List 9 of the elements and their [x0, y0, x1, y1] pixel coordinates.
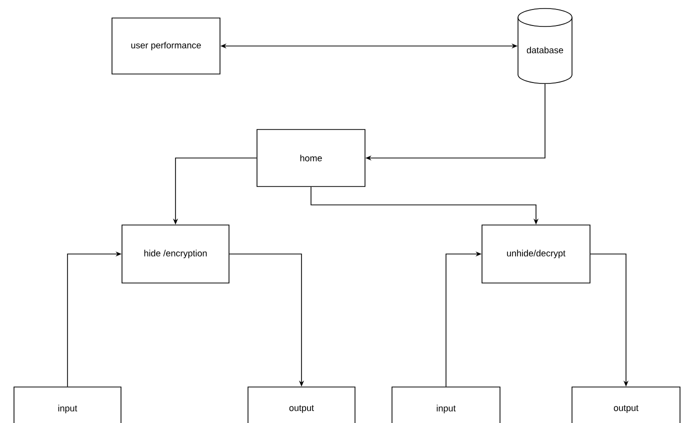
- process-box: unhide/decrypt: [482, 224, 590, 284]
- process-box: home: [256, 129, 366, 187]
- process-box: user performance: [112, 18, 220, 74]
- database-cylinder: database: [518, 8, 572, 84]
- process-box: input: [14, 386, 122, 423]
- process-box: output: [248, 386, 356, 423]
- process-box: output: [572, 386, 680, 423]
- process-box: input: [392, 386, 500, 423]
- process-box: hide /encryption: [122, 224, 230, 284]
